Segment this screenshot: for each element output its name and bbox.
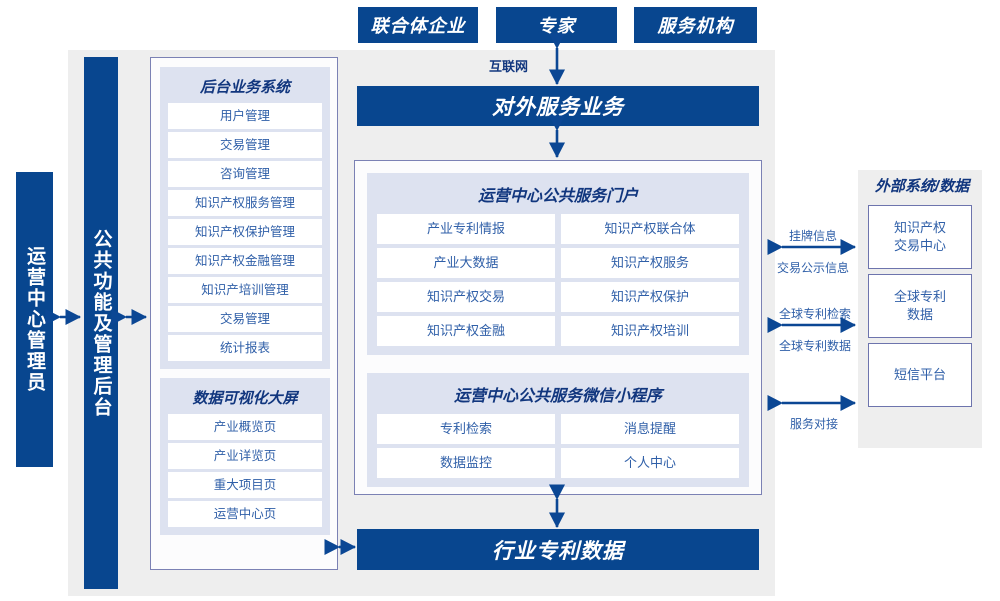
backend-panel: 后台业务系统 用户管理 交易管理 咨询管理 知识产权服务管理 知识产权保护管理 … xyxy=(150,57,338,570)
group-data-visualization-screen: 数据可视化大屏 产业概览页 产业详览页 重大项目页 运营中心页 xyxy=(160,378,330,535)
internet-label: 互联网 xyxy=(489,59,529,74)
list-item[interactable]: 交易管理 xyxy=(168,132,322,158)
list-item[interactable]: 知识产权保护管理 xyxy=(168,219,322,245)
external-box-global-patent-data[interactable]: 全球专利 数据 xyxy=(868,274,972,338)
grid-item[interactable]: 产业大数据 xyxy=(377,248,555,278)
portal-item-grid: 产业专利情报 知识产权联合体 产业大数据 知识产权服务 知识产权交易 知识产权保… xyxy=(377,214,739,346)
list-item[interactable]: 运营中心页 xyxy=(168,501,322,527)
grid-item[interactable]: 知识产权联合体 xyxy=(561,214,739,244)
list-item[interactable]: 咨询管理 xyxy=(168,161,322,187)
list-item[interactable]: 产业概览页 xyxy=(168,414,322,440)
group-title-wechat: 运营中心公共服务微信小程序 xyxy=(453,388,662,405)
list-item[interactable]: 知识产权金融管理 xyxy=(168,248,322,274)
ext-line-1: 短信平台 xyxy=(893,367,946,383)
ext-line-1: 全球专利 xyxy=(893,289,946,305)
external-box-sms-platform[interactable]: 短信平台 xyxy=(868,343,972,407)
public-service-panel: 运营中心公共服务门户 产业专利情报 知识产权联合体 产业大数据 知识产权服务 知… xyxy=(354,160,762,495)
arrow-label-global-patent-search: 全球专利检索 xyxy=(779,307,852,321)
wechat-item-grid: 专利检索 消息提醒 数据监控 个人中心 xyxy=(377,414,739,478)
actor-box-expert[interactable]: 专家 xyxy=(496,7,617,43)
list-item[interactable]: 重大项目页 xyxy=(168,472,322,498)
grid-item[interactable]: 知识产权保护 xyxy=(561,282,739,312)
grid-item[interactable]: 专利检索 xyxy=(377,414,555,444)
arrow-label-trade-disclosure: 交易公示信息 xyxy=(777,261,850,275)
ext-line-1: 知识产权 xyxy=(893,220,946,236)
ext-line-2: 交易中心 xyxy=(893,238,946,253)
group-title-backstage: 后台业务系统 xyxy=(199,79,290,96)
arrow-label-global-patent-data: 全球专利数据 xyxy=(779,339,852,353)
external-systems-title: 外部系统/数据 xyxy=(874,178,970,195)
grid-item[interactable]: 消息提醒 xyxy=(561,414,739,444)
arrow-label-service-docking: 服务对接 xyxy=(790,417,839,431)
grid-item[interactable]: 知识产权服务 xyxy=(561,248,739,278)
external-service-business-bar[interactable]: 对外服务业务 xyxy=(357,86,759,126)
grid-item[interactable]: 知识产权交易 xyxy=(377,282,555,312)
list-item[interactable]: 交易管理 xyxy=(168,306,322,332)
group-title-portal: 运营中心公共服务门户 xyxy=(477,188,638,205)
list-item[interactable]: 用户管理 xyxy=(168,103,322,129)
list-item[interactable]: 统计报表 xyxy=(168,335,322,361)
arrow-label-listing-info: 挂牌信息 xyxy=(789,229,838,243)
ext-line-2: 数据 xyxy=(906,307,933,322)
list-item[interactable]: 知识产权服务管理 xyxy=(168,190,322,216)
grid-item[interactable]: 知识产权金融 xyxy=(377,316,555,346)
external-box-ip-trading-center[interactable]: 知识产权 交易中心 xyxy=(868,205,972,269)
group-title-dataviz: 数据可视化大屏 xyxy=(192,390,298,407)
industry-patent-data-bar[interactable]: 行业专利数据 xyxy=(357,529,759,570)
grid-item[interactable]: 产业专利情报 xyxy=(377,214,555,244)
common-functions-backend-column[interactable]: 公共功能及管理后台 xyxy=(84,57,118,589)
list-item[interactable]: 产业详览页 xyxy=(168,443,322,469)
group-backstage-business-system: 后台业务系统 用户管理 交易管理 咨询管理 知识产权服务管理 知识产权保护管理 … xyxy=(160,67,330,369)
list-item[interactable]: 知识产培训管理 xyxy=(168,277,322,303)
grid-item[interactable]: 知识产权培训 xyxy=(561,316,739,346)
grid-item[interactable]: 数据监控 xyxy=(377,448,555,478)
group-wechat-miniprogram: 运营中心公共服务微信小程序 专利检索 消息提醒 数据监控 个人中心 xyxy=(367,373,749,487)
actor-box-service-org[interactable]: 服务机构 xyxy=(634,7,757,43)
group-public-service-portal: 运营中心公共服务门户 产业专利情报 知识产权联合体 产业大数据 知识产权服务 知… xyxy=(367,173,749,355)
role-column-operations-admin[interactable]: 运营中心管理员 xyxy=(16,172,53,467)
actor-box-consortium[interactable]: 联合体企业 xyxy=(358,7,478,43)
grid-item[interactable]: 个人中心 xyxy=(561,448,739,478)
